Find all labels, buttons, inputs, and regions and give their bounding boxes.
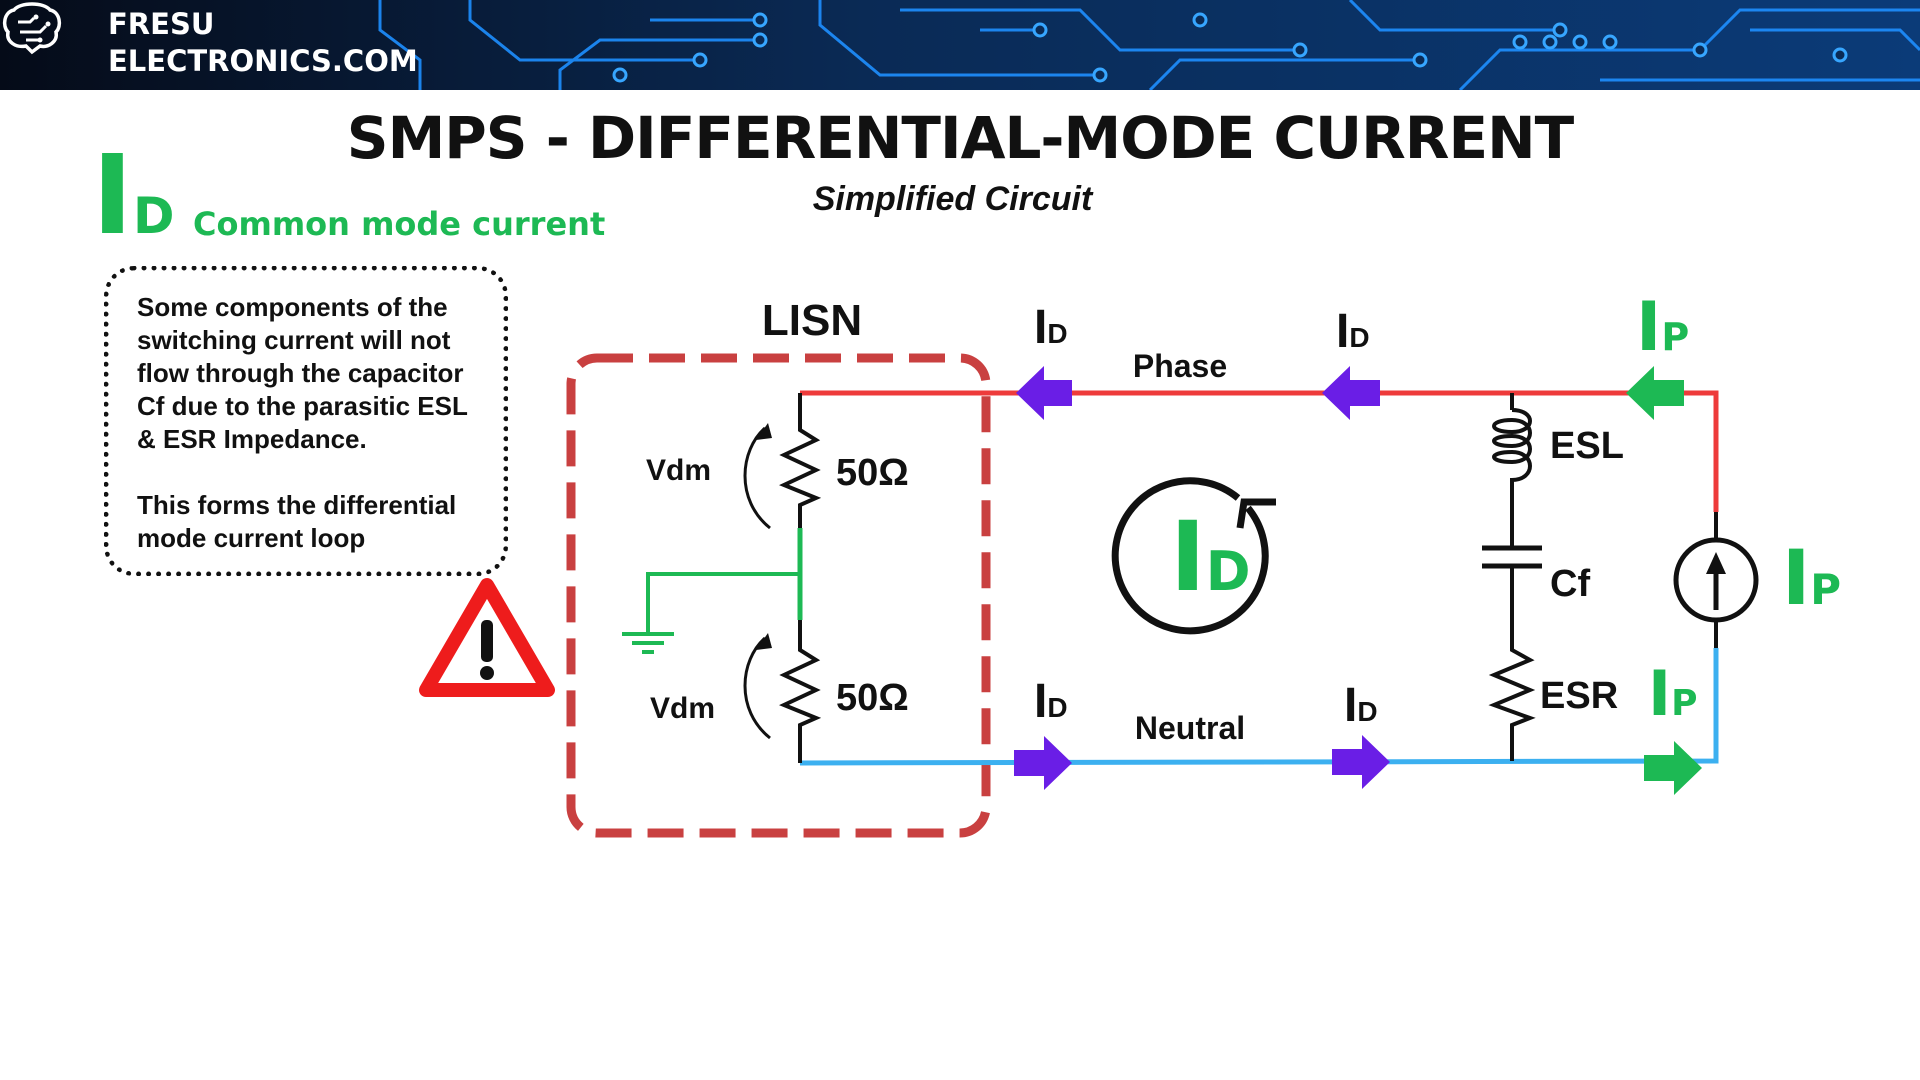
- legend-symbol: I: [92, 131, 133, 259]
- loop-id-label: ID: [1170, 501, 1251, 613]
- id-label-neutral-1: ID: [1034, 675, 1068, 728]
- resistor-bottom: [779, 620, 822, 735]
- id-label-neutral-2: ID: [1344, 679, 1378, 732]
- legend-current-symbol: ID: [92, 140, 174, 250]
- vdm-top-label: Vdm: [646, 454, 711, 487]
- legend-subscript: D: [132, 187, 175, 245]
- esr-resistor: [1488, 616, 1536, 761]
- ip-label-source: IP: [1782, 533, 1841, 622]
- brand-name: FRESU ELECTRONICS.COM: [108, 6, 418, 80]
- arrow-neutral-right-2: [1332, 735, 1390, 789]
- ip-label-neutral: IP: [1648, 657, 1697, 730]
- neutral-wire: [799, 648, 1719, 766]
- svg-text:ID: ID: [1336, 305, 1370, 358]
- legend-label: Common mode current: [193, 205, 606, 243]
- ground-wire: [646, 572, 800, 632]
- esr-label: ESR: [1540, 675, 1618, 717]
- lisn-label: LISN: [762, 296, 862, 345]
- resistor-bottom-label: 50Ω: [836, 677, 909, 719]
- phase-label: Phase: [1133, 348, 1227, 384]
- arrow-phase-left-2: [1322, 366, 1380, 420]
- arrow-ip-phase: [1626, 366, 1684, 420]
- cf-label: Cf: [1550, 563, 1590, 605]
- explanation-note: Some components of the switching current…: [104, 266, 508, 576]
- phase-wire: [800, 390, 1719, 512]
- svg-text:ID: ID: [1034, 301, 1068, 354]
- resistor-top: [779, 420, 822, 528]
- brand-line-2: ELECTRONICS.COM: [108, 44, 418, 78]
- neutral-label: Neutral: [1135, 710, 1245, 746]
- id-label-phase-2: ID: [1336, 305, 1370, 358]
- svg-text:ID: ID: [1034, 675, 1068, 728]
- arrow-phase-left-1: [1016, 366, 1072, 420]
- arrow-neutral-right-1: [1014, 736, 1072, 790]
- vdm-bottom-label: Vdm: [650, 692, 715, 725]
- ground-icon: [622, 632, 674, 654]
- brand-line-1: FRESU: [108, 7, 215, 41]
- vdm-bottom-arrow: [743, 636, 771, 740]
- page-title: SMPS - DIFFERENTIAL-MODE CURRENT: [346, 104, 1574, 172]
- header-banner: FRESU ELECTRONICS.COM: [0, 0, 1920, 90]
- loop-arrow-head: [1236, 498, 1276, 529]
- brain-chip-logo-icon: [2, 2, 62, 55]
- resistor-top-label: 50Ω: [836, 452, 909, 494]
- source-arrow-icon: [1706, 552, 1726, 574]
- ip-label-phase: IP: [1636, 288, 1689, 367]
- current-arrows-id: [1014, 366, 1390, 790]
- current-loop-indicator: ID: [1111, 477, 1276, 635]
- esl-inductor: [1492, 408, 1532, 496]
- vdm-top-arrow: [743, 426, 771, 530]
- svg-text:ID: ID: [1344, 679, 1378, 732]
- id-label-phase-1: ID: [1034, 301, 1068, 354]
- current-arrows-ip: [1626, 366, 1702, 795]
- note-paragraph-2: This forms the differential mode current…: [137, 490, 457, 553]
- note-paragraph-1: Some components of the switching current…: [137, 292, 468, 454]
- filter-branch: [1482, 393, 1542, 761]
- lisn-boundary: [566, 353, 991, 838]
- loop-circle: [1111, 477, 1269, 635]
- circuit-board-background: [0, 0, 1920, 90]
- esl-label: ESL: [1550, 425, 1624, 467]
- arrow-ip-neutral: [1644, 741, 1702, 795]
- page-subtitle: Simplified Circuit: [812, 180, 1093, 218]
- warning-icon: [419, 578, 555, 697]
